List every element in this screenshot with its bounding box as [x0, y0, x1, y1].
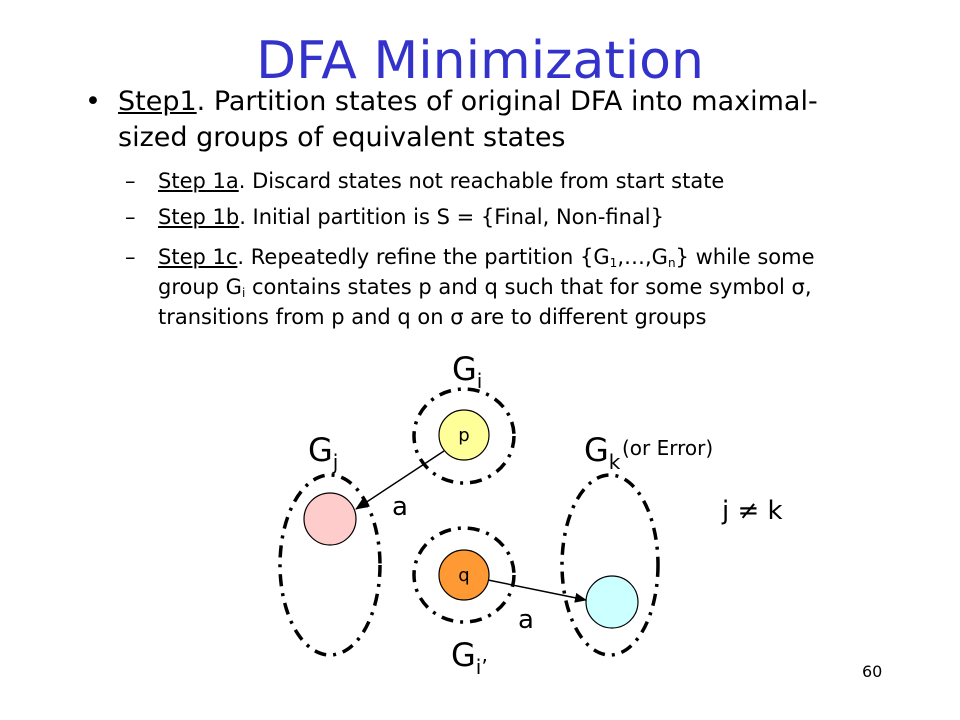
state-q-label: q [458, 565, 469, 586]
group-gk-outline [560, 473, 660, 657]
step1-body: . Partition states of original DFA into … [118, 86, 818, 153]
transition-q-to-gk [487, 579, 587, 603]
state-in-gk [585, 575, 639, 629]
slide-title: DFA Minimization [256, 31, 704, 91]
step1-label: Step1 [118, 86, 197, 117]
step1a-body: . Discard states not reachable from star… [238, 169, 725, 193]
group-label-gi-prime: Gi’ [451, 636, 488, 679]
state-in-gj [303, 492, 357, 546]
step1c-text: Step 1c. Repeatedly refine the partition… [158, 242, 838, 332]
page-number: 60 [862, 662, 883, 681]
group-gk-note: (or Error) [622, 436, 713, 460]
step1c-sub1: 1 [609, 256, 618, 270]
step1c-sub2: n [667, 256, 676, 270]
step1b-body: . Initial partition is S = {Final, Non-f… [239, 205, 665, 229]
step1a-label: Step 1a [158, 169, 239, 193]
group-label-gk: Gk [584, 431, 621, 474]
step1c-t4: contains states p and q such that for so… [158, 275, 812, 329]
group-gi-outline [412, 387, 516, 485]
state-p-label: p [458, 425, 469, 446]
step1c-sub3: i [241, 286, 246, 300]
step1b-text: Step 1b. Initial partition is S = {Final… [158, 202, 858, 232]
transition-label-a-top: a [392, 492, 408, 522]
group-gj-outline [278, 473, 382, 657]
transition-p-to-gj [355, 450, 445, 510]
step1c-t3: } while some group G [158, 245, 815, 299]
condition-j-not-k: j ≠ k [721, 496, 783, 526]
transition-label-a-bottom: a [518, 605, 534, 635]
step1-text: Step1. Partition states of original DFA … [118, 84, 878, 156]
step1c-label: Step 1c [158, 245, 238, 269]
step1c-t2: ,…,G [617, 245, 668, 269]
step1a-text: Step 1a. Discard states not reachable fr… [158, 166, 858, 196]
bullet-dot: • [85, 86, 101, 117]
group-label-gj: Gj [308, 431, 338, 474]
group-label-gi: Gi [452, 350, 482, 393]
group-gi-prime-outline [412, 526, 516, 624]
step1b-label: Step 1b [158, 205, 240, 229]
step1b-dash: – [125, 205, 136, 229]
step1c-dash: – [125, 245, 136, 269]
step1a-dash: – [125, 169, 136, 193]
step1c-t1: . Repeatedly refine the partition {G [237, 245, 610, 269]
state-p [438, 409, 490, 461]
state-q [438, 549, 490, 601]
